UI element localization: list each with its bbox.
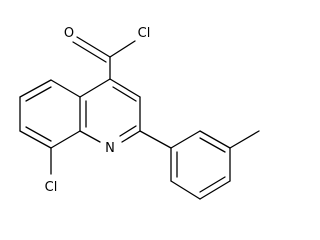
bond-c8-c8a	[50, 130, 81, 149]
bond-c2-aryl	[139, 130, 172, 149]
bond-c4a-c4	[79, 78, 111, 98]
bond-c4-c3	[109, 78, 141, 98]
oxygen-label: O	[64, 26, 74, 41]
acyl-chlorine-label: Cl	[138, 26, 151, 41]
bond-carbonyl-cl	[109, 40, 136, 58]
bond-ar2-ar3	[199, 130, 231, 149]
bonds	[19, 36, 260, 200]
bond-ar3-methyl	[229, 130, 260, 149]
bond-c5-c6-b	[25, 86, 52, 102]
bond-c2-n1-a	[121, 130, 141, 143]
bond-ar1-ar2	[170, 130, 201, 149]
chemical-structure-diagram: O Cl N Cl	[19, 26, 260, 200]
ring-chlorine-label: Cl	[45, 180, 58, 195]
bond-c4a-c5	[50, 79, 81, 98]
atom-labels: O Cl N Cl	[45, 26, 151, 195]
bond-c4-c3-inner	[112, 86, 137, 102]
bond-n1-c8a	[79, 130, 101, 143]
bond-ar4-ar5	[199, 180, 231, 200]
bond-carbonyl-double-a	[76, 36, 111, 58]
bond-c7-c8-a	[19, 130, 52, 149]
bond-c2-n1-b	[119, 125, 137, 137]
ring-nitrogen-label: N	[105, 141, 115, 156]
bond-carbonyl-double-b	[72, 41, 107, 63]
bond-ar2-ar3-inner	[199, 137, 226, 153]
bond-ar5-ar6	[170, 180, 201, 200]
bond-ar4-ar5-inner	[199, 176, 226, 193]
bond-c5-c6-a	[19, 79, 52, 98]
bond-c7-c8-b	[25, 126, 52, 142]
